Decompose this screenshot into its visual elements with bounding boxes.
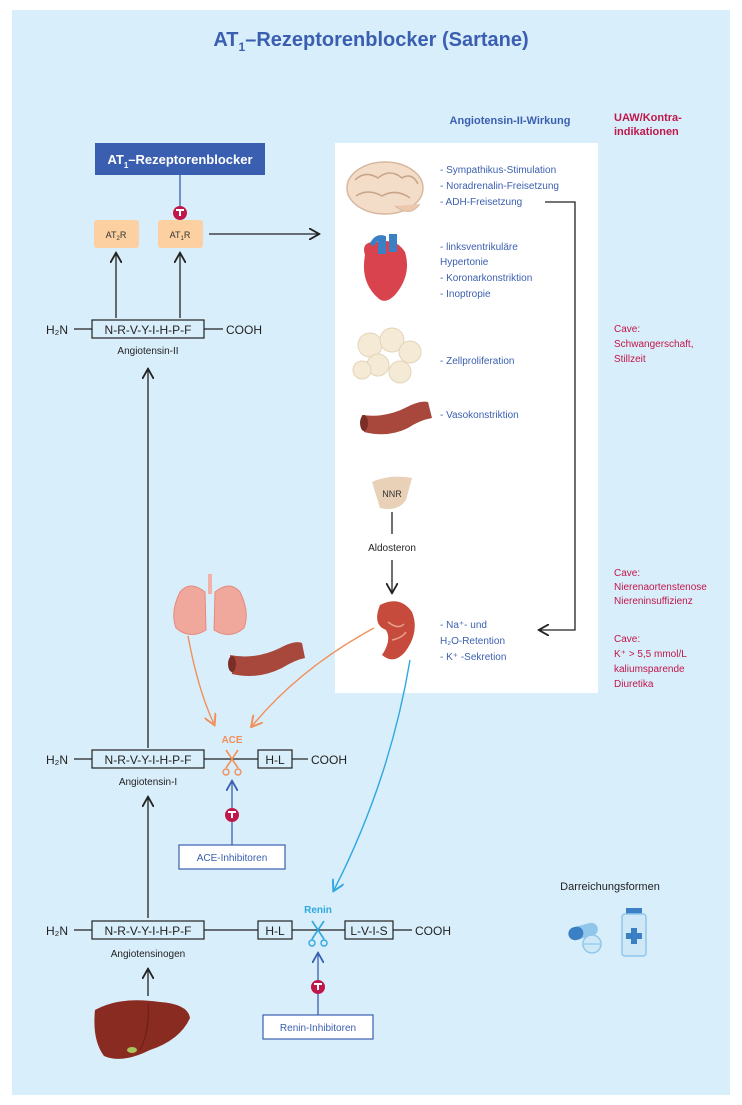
renin-inhibition-icon [311, 980, 325, 994]
renin-scissors-icon [308, 920, 328, 947]
dosage-forms-label: Darreichungsformen [560, 881, 660, 893]
kidney-icon [377, 601, 415, 660]
kidney-effects: - Na⁺- und H₂O-Retention - K⁺ -Sekretion [440, 620, 508, 663]
brain-effects: - Sympathikus-Stimulation - Noradrenalin… [440, 165, 562, 208]
at1-blocker-box [95, 143, 265, 175]
at2-receptor [94, 220, 139, 248]
heart-icon [363, 234, 408, 301]
svg-text:H₂N: H₂N [46, 323, 68, 337]
liver-icon [94, 1000, 190, 1059]
ace-inhibitors-box [178, 844, 286, 870]
svg-text:COOH: COOH [415, 924, 451, 938]
arrow-lungs-to-ace [187, 635, 214, 724]
effects-header: Angiotensin-II-Wirkung [450, 115, 571, 127]
ace-label: ACE [221, 735, 242, 746]
svg-text:H₂N: H₂N [46, 924, 68, 938]
cells-icon [352, 327, 422, 384]
at1-blocker-label: AT1–Rezeptorenblocker [107, 152, 252, 170]
adrenal-icon [372, 476, 412, 509]
inhibition-icon [173, 206, 187, 220]
renin-label: Renin [304, 905, 332, 916]
at1-receptor [158, 220, 203, 248]
at1-receptor-label: AT1R [170, 230, 191, 242]
vessel-2-icon [228, 642, 305, 676]
arrow-kidney-to-renin [334, 659, 411, 890]
ace-scissors-icon [222, 749, 242, 776]
angiotensin-1-label: Angiotensin-I [119, 777, 177, 788]
at2-receptor-label: AT2R [106, 230, 127, 242]
vessel-icon [360, 401, 432, 435]
nnr-label: NNR [382, 489, 402, 499]
brain-icon [346, 161, 424, 215]
angiotensin-1-sequence: H₂N N-R-V-Y-I-H-P-F H-L COOH Angiotensin… [46, 749, 347, 788]
uaw-header: UAW/Kontra-indikationen [614, 112, 682, 138]
ace-inhibition-icon [225, 808, 239, 822]
cave-pregnancy: Cave: Schwangerschaft, Stillzeit [614, 324, 696, 365]
heart-effects: - linksventrikuläre Hypertonie - Koronar… [440, 242, 535, 300]
vessel-effects: - Vasokonstriktion [440, 410, 519, 421]
svg-text:H-L: H-L [265, 924, 285, 938]
svg-text:COOH: COOH [311, 753, 347, 767]
vial-icon [621, 908, 647, 957]
svg-text:N-R-V-Y-I-H-P-F: N-R-V-Y-I-H-P-F [105, 323, 192, 337]
lungs-icon [173, 574, 247, 635]
angiotensin-2-sequence: H₂N N-R-V-Y-I-H-P-F COOH Angiotensin-II [46, 319, 262, 357]
angiotensinogen-label: Angiotensinogen [111, 949, 186, 960]
tablet-icon [582, 934, 602, 954]
arrow-adh-to-kidney [540, 201, 576, 630]
cave-renal: Cave: Nierenaortenstenose Niereninsuffiz… [614, 568, 710, 607]
cave-potassium: Cave: K⁺ > 5,5 mmol/L kaliumsparende Diu… [614, 634, 689, 690]
renin-inhibitors-label: Renin-Inhibitoren [280, 1023, 356, 1034]
angiotensin-2-label: Angiotensin-II [117, 346, 178, 357]
svg-text:H-L: H-L [265, 753, 285, 767]
diagram-title: AT1–Rezeptorenblocker (Sartane) [213, 29, 528, 54]
cell-effects: - Zellproliferation [440, 356, 514, 367]
angiotensinogen-sequence: H₂N N-R-V-Y-I-H-P-F H-L L-V-I-S COOH Ang… [46, 920, 451, 960]
svg-text:COOH: COOH [226, 323, 262, 337]
renin-inhibitors-box [262, 1014, 374, 1040]
svg-text:N-R-V-Y-I-H-P-F: N-R-V-Y-I-H-P-F [105, 753, 192, 767]
svg-text:N-R-V-Y-I-H-P-F: N-R-V-Y-I-H-P-F [105, 924, 192, 938]
svg-text:L-V-I-S: L-V-I-S [350, 924, 387, 938]
aldosteron-label: Aldosteron [368, 543, 416, 554]
ace-inhibitors-label: ACE-Inhibitoren [197, 853, 268, 864]
arrow-kidney-to-ace [252, 627, 375, 726]
svg-text:H₂N: H₂N [46, 753, 68, 767]
